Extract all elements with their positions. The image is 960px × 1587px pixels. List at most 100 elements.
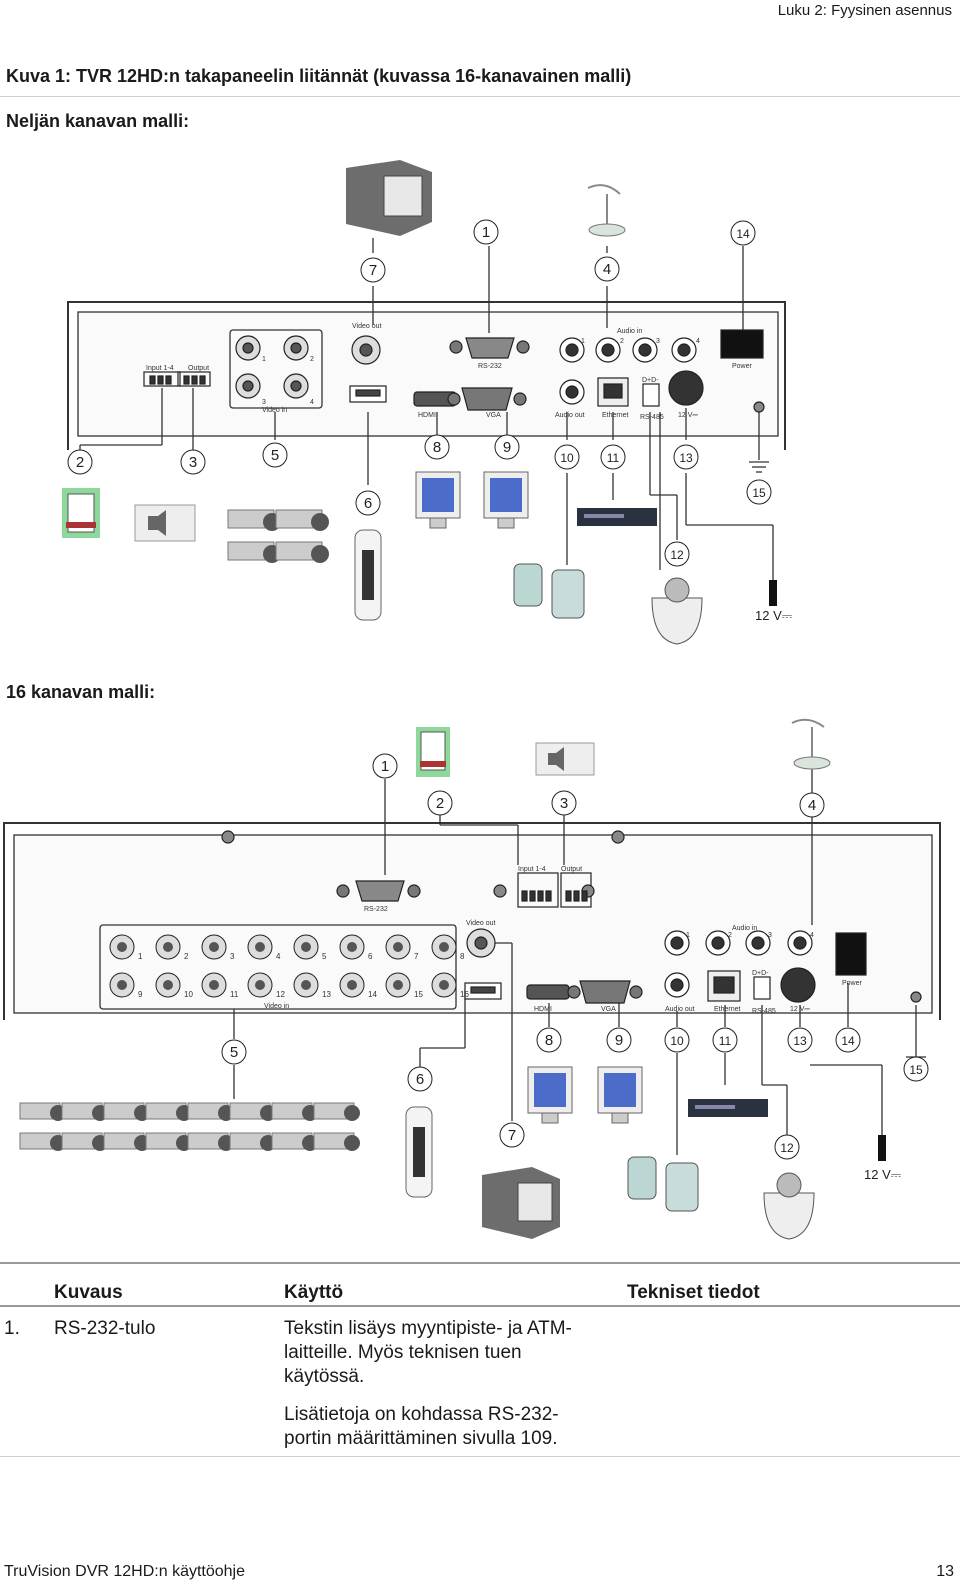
svg-text:11: 11 <box>607 451 620 465</box>
bnc-connector-pin <box>163 980 173 990</box>
svg-text:5: 5 <box>271 447 279 464</box>
bnc-connector-pin <box>439 980 449 990</box>
svg-text:12: 12 <box>780 1141 794 1155</box>
svg-text:3: 3 <box>560 795 568 812</box>
callout-2: 2 <box>427 790 453 816</box>
svg-text:14: 14 <box>841 1034 855 1048</box>
label-dc12: 12 V⎓ <box>678 412 698 419</box>
bnc-connector-pin <box>117 980 127 990</box>
col-header-specs: Tekniset tiedot <box>627 1282 760 1303</box>
camera-icon <box>227 509 329 563</box>
power-plug-icon <box>769 580 777 606</box>
svg-text:8: 8 <box>545 1032 553 1049</box>
svg-text:15: 15 <box>752 486 766 500</box>
siren-icon <box>134 504 196 542</box>
camera-lens <box>344 1105 360 1121</box>
video-in-num: 3 <box>230 952 235 961</box>
audio-in-num: 2 <box>728 932 732 939</box>
audio-in-num: 3 <box>768 932 772 939</box>
audio-in-num: 1 <box>581 338 585 345</box>
label-output: Output <box>561 866 582 873</box>
siren-icon <box>535 742 595 776</box>
monitor-icon <box>597 1066 643 1124</box>
svg-text:8: 8 <box>433 439 441 456</box>
video-in-num: 9 <box>138 990 143 999</box>
bnc-connector-pin <box>347 980 357 990</box>
label-rs232: RS-232 <box>364 906 388 913</box>
usb-drive-icon <box>354 529 382 621</box>
chapter-header: Luku 2: Fyysinen asennus <box>777 2 952 19</box>
video-in-num: 16 <box>460 990 469 999</box>
audio-in-num: 2 <box>620 338 624 345</box>
callout-6: 6 <box>407 1066 433 1092</box>
label-rs485: RS-485 <box>752 1008 776 1015</box>
svg-text:2: 2 <box>76 454 84 471</box>
svg-text:9: 9 <box>615 1032 623 1049</box>
callout-6: 6 <box>355 490 381 516</box>
svg-text:15: 15 <box>909 1063 923 1077</box>
svg-text:12: 12 <box>670 548 684 562</box>
callout-4: 4 <box>594 256 620 282</box>
speakers-icon <box>513 563 585 619</box>
video-in-num: 8 <box>460 952 465 961</box>
monitor-icon <box>346 160 432 236</box>
row-usage-line: portin määrittäminen sivulla 109. <box>284 1428 558 1449</box>
callout-8: 8 <box>424 434 450 460</box>
label-dd: D+D- <box>642 377 659 384</box>
svg-text:6: 6 <box>364 495 372 512</box>
video-in-num: 12 <box>276 990 285 999</box>
callout-10: 10 <box>664 1027 690 1053</box>
label-audio-out: Audio out <box>555 412 585 419</box>
svg-text:11: 11 <box>719 1034 732 1048</box>
footer-title: TruVision DVR 12HD:n käyttöohje <box>4 1563 245 1580</box>
monitor-icon <box>482 1167 560 1239</box>
router-icon <box>688 1099 768 1117</box>
video-in-num: 15 <box>414 990 423 999</box>
row-usage-line: laitteille. Myös teknisen tuen <box>284 1342 522 1363</box>
label-dc12: 12 V⎓ <box>790 1006 810 1013</box>
monitor-icon <box>527 1066 573 1124</box>
audio-in-num: 1 <box>686 932 690 939</box>
monitor-icon <box>483 471 529 529</box>
label-power: Power <box>732 363 753 370</box>
label-input: Input 1-4 <box>518 866 546 873</box>
table-header-rule <box>0 1305 960 1307</box>
bnc-connector-pin <box>255 942 265 952</box>
callout-7: 7 <box>360 257 386 283</box>
video-in-num: 5 <box>322 952 327 961</box>
video-in-num: 14 <box>368 990 377 999</box>
video-in-num: 11 <box>230 990 239 999</box>
label-video-out: Video out <box>352 323 382 330</box>
label-dd: D+D- <box>752 970 769 977</box>
camera-array-icon <box>19 1102 360 1151</box>
speakers-icon <box>627 1156 699 1212</box>
label-audio-in: Audio in <box>617 328 642 335</box>
camera-lens <box>344 1135 360 1151</box>
svg-text:10: 10 <box>670 1034 684 1048</box>
callout-3: 3 <box>180 449 206 475</box>
row-usage-line: Tekstin lisäys myyntipiste- ja ATM- <box>284 1318 572 1339</box>
svg-text:7: 7 <box>508 1127 516 1144</box>
video-in-num: 6 <box>368 952 373 961</box>
callout-15: 15 <box>903 1056 929 1082</box>
video-in-num: 2 <box>310 356 314 363</box>
power-supply-label: 12 V⎓ <box>864 1167 901 1182</box>
bnc-connector-pin <box>301 942 311 952</box>
label-video-in: Video in <box>262 407 287 414</box>
bnc-connector-pin <box>393 942 403 952</box>
svg-text:10: 10 <box>560 451 574 465</box>
svg-text:5: 5 <box>230 1044 238 1061</box>
label-rs485: RS-485 <box>640 414 664 421</box>
ptz-dome-camera-icon <box>651 577 703 645</box>
callout-12: 12 <box>664 541 690 567</box>
bnc-connector-pin <box>393 980 403 990</box>
bnc-connector-pin <box>347 942 357 952</box>
label-ethernet: Ethernet <box>714 1006 741 1013</box>
video-in-num: 3 <box>262 399 266 406</box>
col-header-usage: Käyttö <box>284 1282 344 1303</box>
ptz-dome-camera-icon <box>763 1172 815 1240</box>
row-usage-line: Lisätietoja on kohdassa RS-232- <box>284 1404 559 1425</box>
callout-4: 4 <box>799 792 825 818</box>
monitor-icon <box>415 471 461 529</box>
